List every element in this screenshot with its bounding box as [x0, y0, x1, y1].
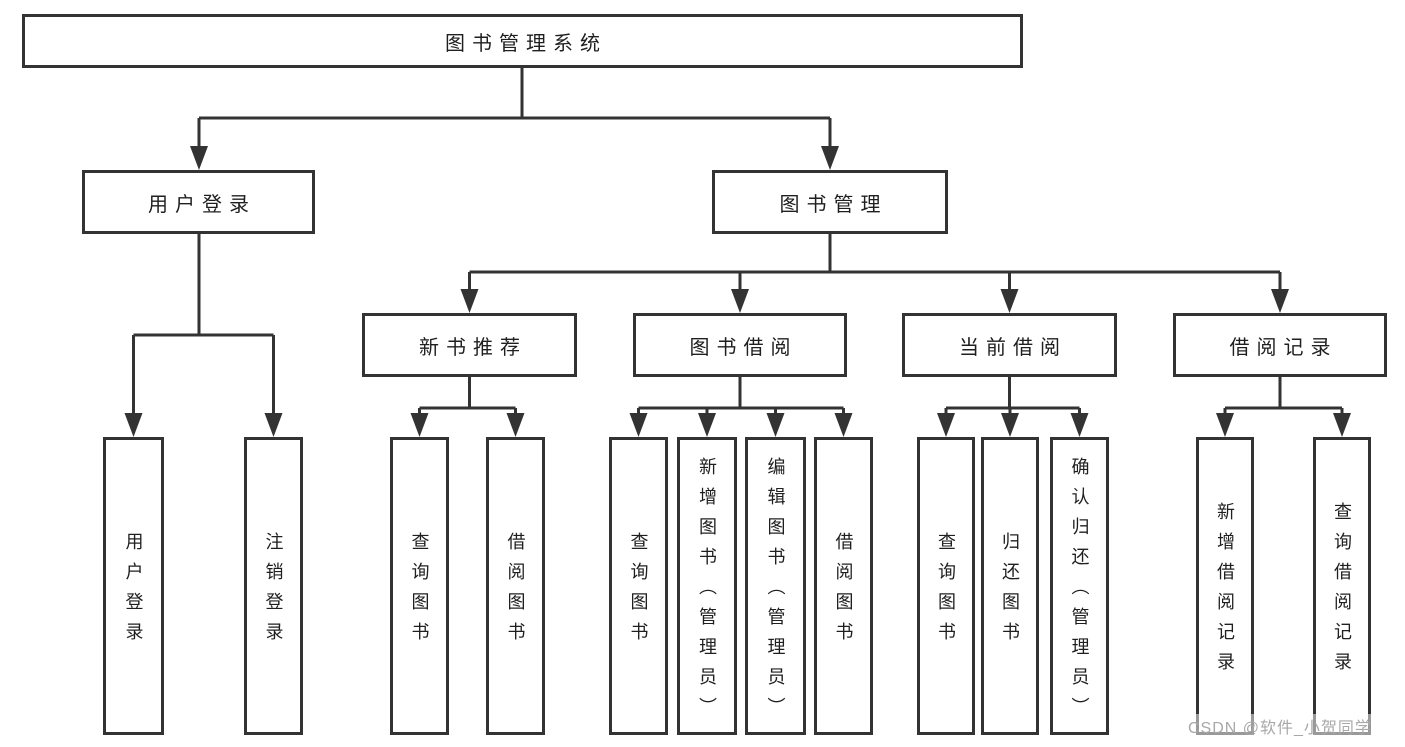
leaf-confirm-return-admin: 确认归还（管理员） [1050, 437, 1109, 735]
arrow-down-icon [1070, 413, 1089, 437]
node-user-login: 用户登录 [82, 170, 315, 234]
leaf-add-book-admin: 新增图书（管理员） [677, 437, 737, 735]
node-label: 图书管理 [779, 193, 888, 216]
arrow-down-icon [1216, 413, 1234, 437]
leaf-query-borrow-record: 查询借阅记录 [1313, 437, 1371, 735]
leaf-edit-book-admin: 编辑图书（管理员） [745, 437, 806, 735]
node-label: 借阅记录 [1229, 336, 1338, 359]
arrow-down-icon [1001, 413, 1019, 437]
leaf-logout: 注销登录 [244, 437, 303, 735]
node-book-borrow: 图书借阅 [633, 313, 847, 377]
arrow-down-icon [698, 413, 716, 437]
arrow-down-icon [731, 289, 749, 313]
arrow-down-icon [1000, 289, 1019, 313]
arrowheads [124, 146, 1351, 437]
leaf-label: 借阅图书 [505, 532, 526, 652]
leaf-borrow-book: 借阅图书 [814, 437, 873, 735]
leaf-label: 查询图书 [936, 532, 956, 652]
leaf-label: 归还图书 [1000, 532, 1020, 652]
arrow-down-icon [410, 413, 429, 437]
leaf-user-login: 用户登录 [103, 437, 164, 735]
leaf-return-book: 归还图书 [981, 437, 1039, 735]
arrow-down-icon [834, 413, 853, 437]
node-label: 当前借阅 [959, 336, 1067, 359]
arrow-down-icon [264, 413, 283, 437]
leaf-borrow-book-recommend: 借阅图书 [486, 437, 545, 735]
node-book-management: 图书管理 [712, 170, 948, 234]
leaf-query-book-current: 查询图书 [917, 437, 975, 735]
arrow-down-icon [460, 289, 479, 313]
arrow-down-icon [1271, 289, 1289, 313]
tree-edges [132, 68, 1344, 414]
node-library-system: 图书管理系统 [22, 14, 1023, 68]
leaf-label: 查询借阅记录 [1332, 502, 1352, 682]
arrow-down-icon [506, 413, 525, 437]
node-borrow-records: 借阅记录 [1173, 313, 1387, 377]
arrow-down-icon [766, 413, 785, 437]
node-new-book-recommend: 新书推荐 [362, 313, 577, 377]
node-label: 用户登录 [148, 193, 256, 216]
arrow-down-icon [629, 413, 648, 437]
arrow-down-icon [190, 146, 208, 170]
arrow-down-icon [1333, 413, 1351, 437]
node-current-borrow: 当前借阅 [902, 313, 1117, 377]
leaf-query-book-recommend: 查询图书 [390, 437, 449, 735]
leaf-label: 查询图书 [409, 532, 430, 652]
arrow-down-icon [821, 146, 839, 170]
arrow-down-icon [124, 413, 143, 437]
node-label: 图书借阅 [689, 336, 798, 359]
leaf-label: 用户登录 [123, 532, 144, 652]
leaf-label: 注销登录 [263, 532, 284, 652]
node-label: 图书管理系统 [445, 32, 607, 55]
node-label: 新书推荐 [419, 336, 527, 359]
leaf-label: 借阅图书 [833, 532, 854, 652]
leaf-query-book-borrow: 查询图书 [609, 437, 668, 735]
leaf-label: 新增图书（管理员） [697, 457, 717, 727]
arrow-down-icon [937, 413, 955, 437]
leaf-label: 查询图书 [628, 532, 649, 652]
leaf-label: 编辑图书（管理员） [765, 457, 786, 727]
leaf-label: 新增借阅记录 [1215, 502, 1235, 682]
watermark: CSDN @软件_小贺同学 [1186, 714, 1374, 738]
leaf-add-borrow-record: 新增借阅记录 [1196, 437, 1254, 735]
leaf-label: 确认归还（管理员） [1069, 457, 1090, 727]
